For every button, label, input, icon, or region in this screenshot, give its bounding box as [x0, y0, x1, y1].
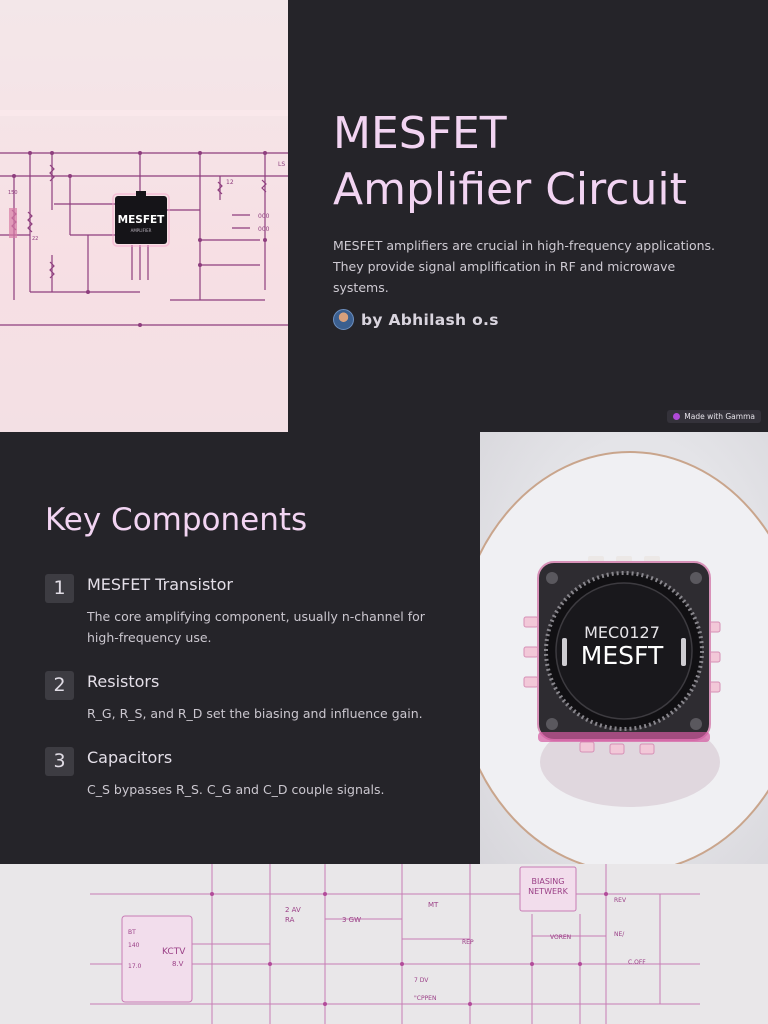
image-label: 12	[226, 179, 234, 186]
schematic-label: C.OFF	[628, 959, 646, 966]
biasing-network-illustration: BIASING NETWERK KCTV 8.V BT 140 17.0 2 A…	[0, 864, 768, 1024]
chip-name: MESFT	[581, 641, 664, 670]
schematic-label: KCTV	[162, 947, 186, 957]
title-line-1: MESFET	[333, 108, 507, 159]
component-title: Resistors	[87, 672, 160, 691]
title-slide: MESFET AMPLIFIER LS 12 000 000 150 22 ME…	[0, 0, 768, 432]
component-title: Capacitors	[87, 748, 173, 767]
chip-photo: MEC0127 MESFT	[480, 432, 768, 864]
schematic-label: VOREN	[550, 934, 571, 941]
component-title: MESFET Transistor	[87, 575, 233, 594]
title-line-2: Amplifier Circuit	[333, 164, 687, 215]
schematic-label: BT	[128, 929, 136, 936]
key-components-slide: Key Components 1 MESFET Transistor The c…	[0, 432, 768, 864]
schematic-label: 2 AV	[285, 906, 301, 914]
schematic-label: REV	[614, 897, 627, 904]
section-heading: Key Components	[45, 502, 308, 538]
schematic-label: 8.V	[172, 960, 184, 968]
schematic-drawing: BIASING NETWERK KCTV 8.V BT 140 17.0 2 A…	[90, 864, 700, 1024]
schematic-label: NE/	[614, 931, 625, 938]
schematic-label: BIASING	[532, 877, 565, 886]
chip-sublabel: AMPLIFIER	[131, 228, 152, 233]
schematic-label: "CPPEN	[414, 995, 436, 1002]
schematic-label: RA	[285, 916, 295, 924]
schematic-label: REP	[462, 939, 474, 946]
schematic-label: 3 GW	[342, 916, 361, 924]
image-label: 150	[8, 190, 18, 196]
component-number: 3	[45, 747, 74, 776]
component-number: 2	[45, 671, 74, 700]
schematic-label: 17.0	[128, 963, 142, 970]
author-name: by Abhilash o.s	[361, 310, 499, 329]
component-number: 1	[45, 574, 74, 603]
chip-model-number: MEC0127	[584, 623, 660, 642]
image-label: LS	[278, 161, 285, 168]
component-description: R_G, R_S, and R_D set the biasing and in…	[87, 706, 423, 721]
badge-label: Made with Gamma	[684, 412, 755, 421]
image-label: 22	[32, 236, 38, 242]
schematic-label: 140	[128, 942, 140, 949]
intro-paragraph: MESFET amplifiers are crucial in high-fr…	[333, 238, 716, 295]
author-byline: by Abhilash o.s	[333, 309, 499, 330]
circuit-illustration: MESFET AMPLIFIER LS 12 000 000 150 22	[0, 0, 288, 432]
chip-label: MESFET	[118, 214, 166, 226]
schematic-label: 7 DV	[414, 977, 429, 984]
component-description: The core amplifying component, usually n…	[87, 609, 425, 645]
gamma-logo-icon	[673, 413, 681, 420]
component-description: C_S bypasses R_S. C_G and C_D couple sig…	[87, 782, 385, 797]
made-with-gamma-badge[interactable]: Made with Gamma	[667, 410, 761, 423]
circuit-drawing: MESFET AMPLIFIER LS 12 000 000 150 22	[0, 110, 288, 327]
page-title: MESFET Amplifier Circuit	[333, 106, 753, 218]
schematic-label: NETWERK	[528, 887, 568, 896]
image-label: 000	[258, 213, 270, 220]
schematic-label: MT	[428, 901, 439, 909]
avatar	[333, 309, 354, 330]
chip-drawing: MEC0127 MESFT	[480, 451, 768, 864]
image-label: 000	[258, 226, 270, 233]
